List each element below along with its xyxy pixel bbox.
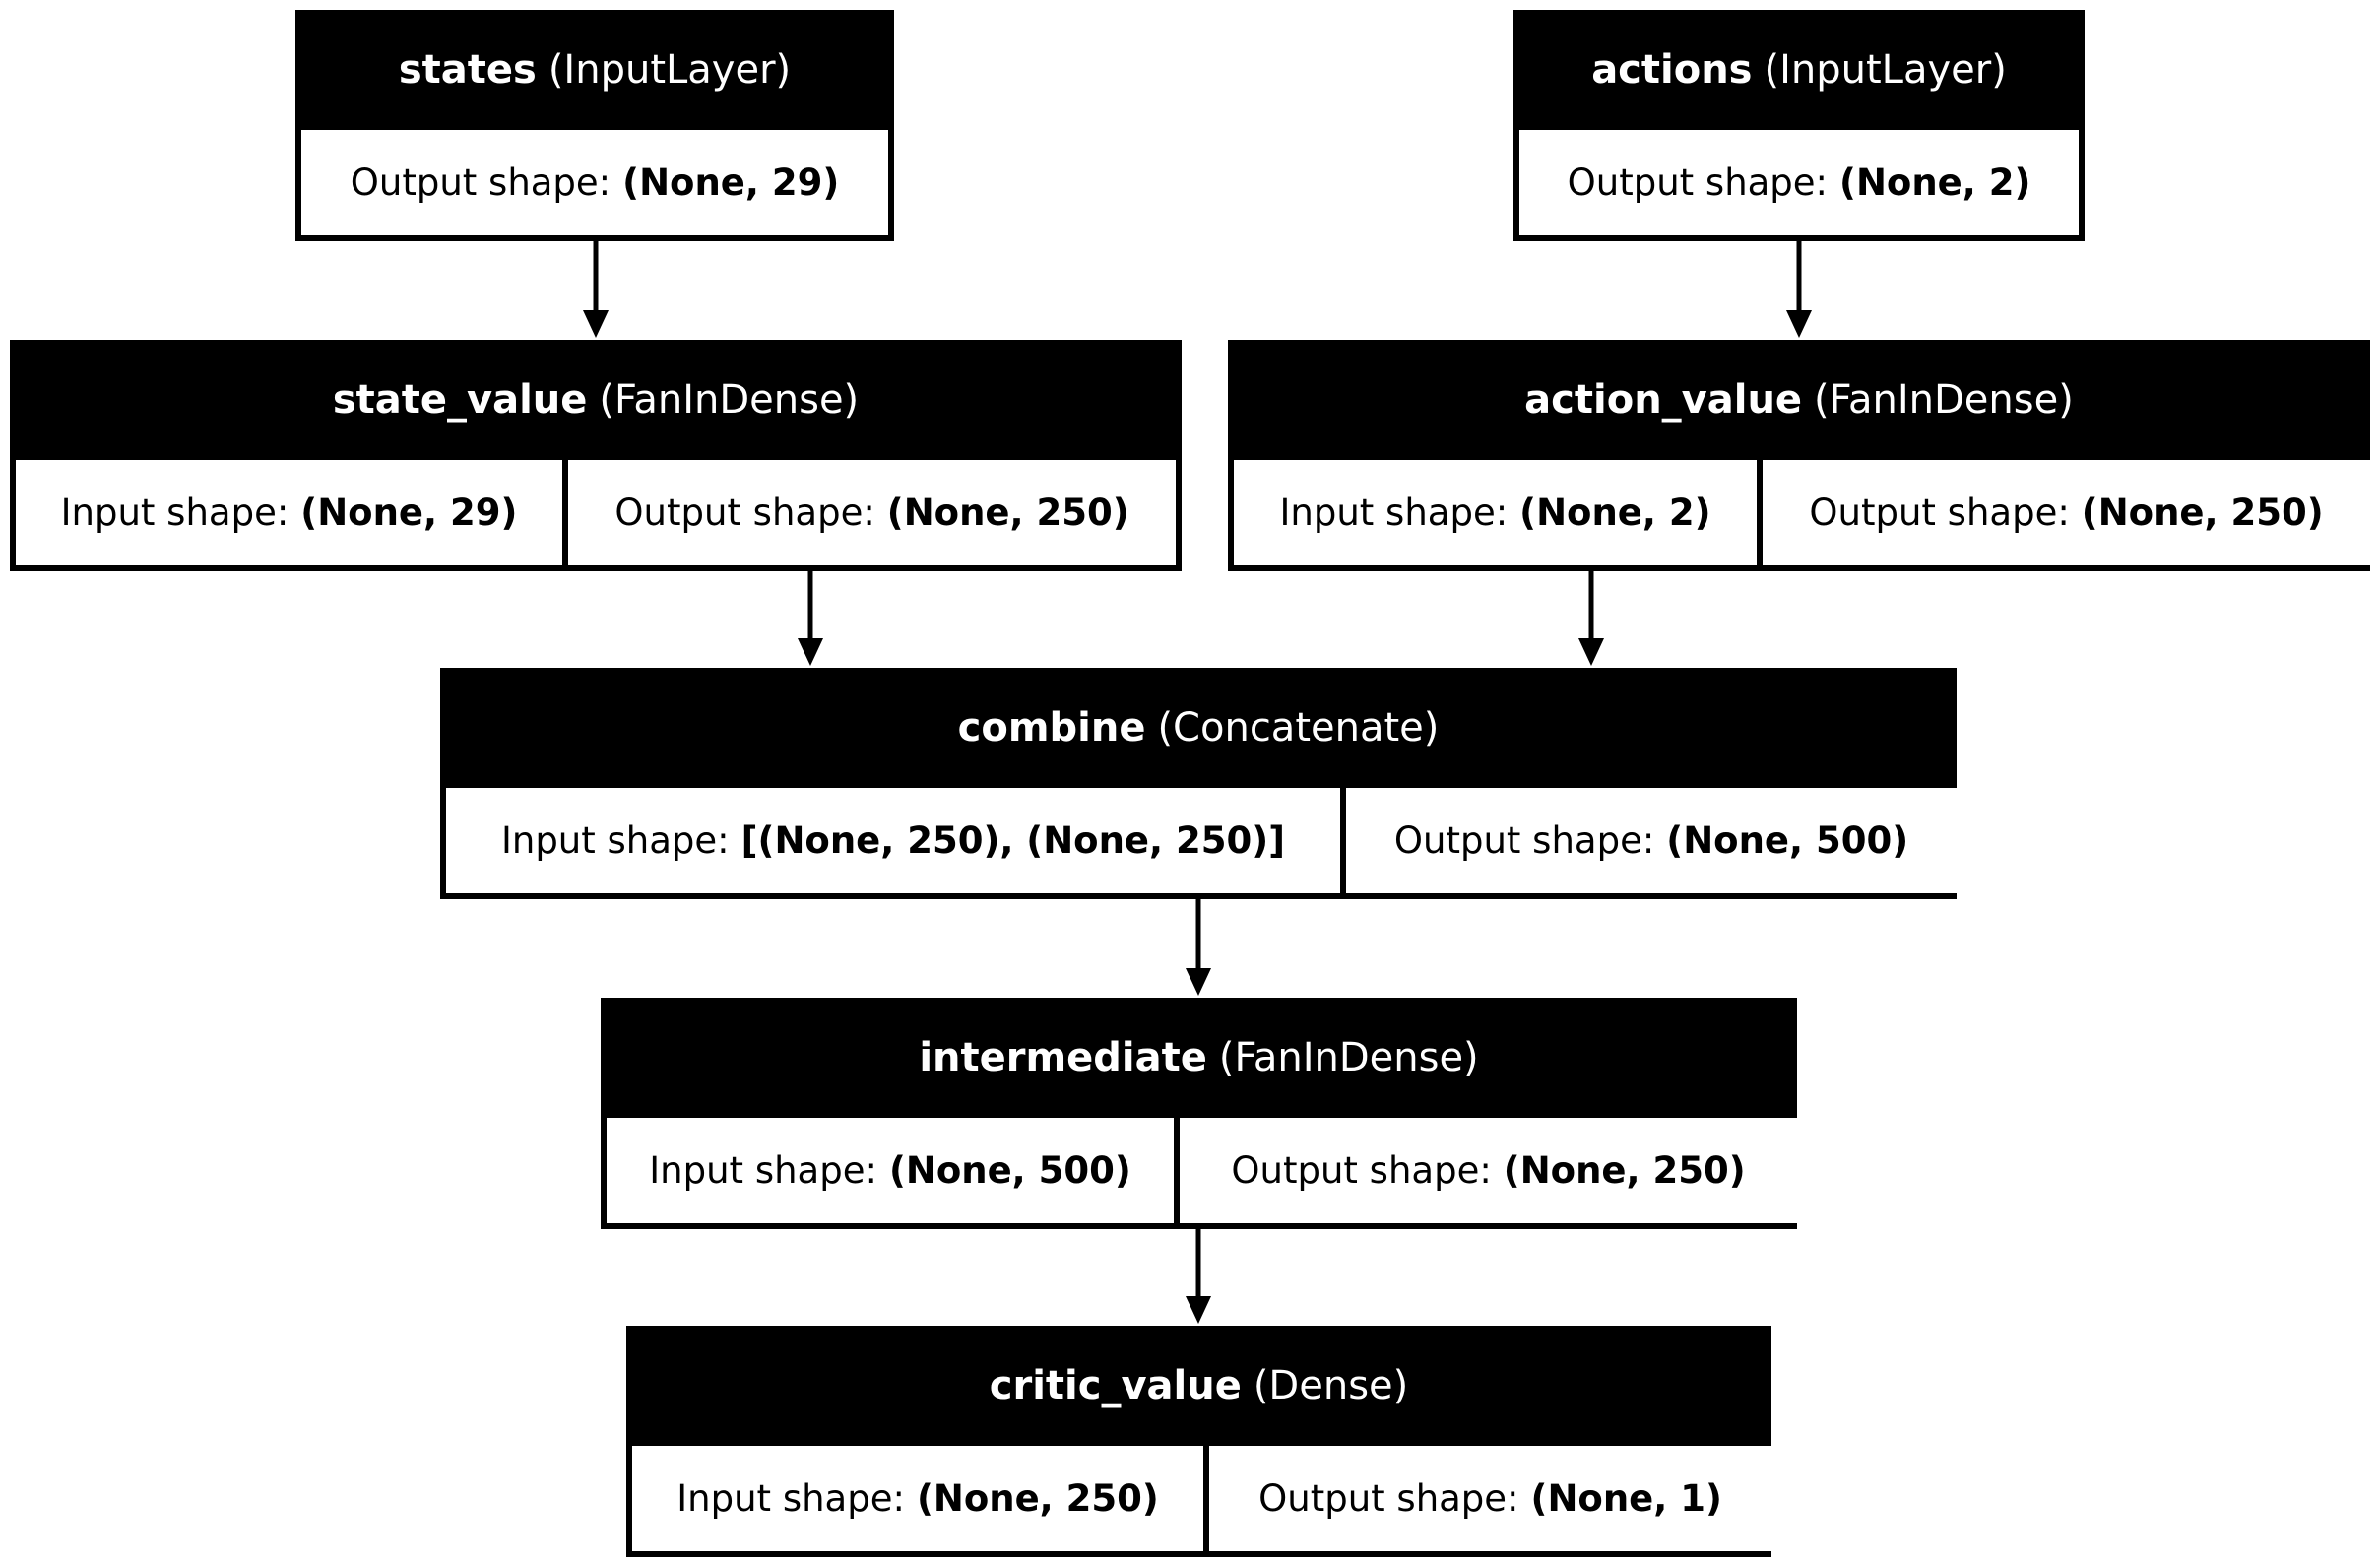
layer-node-states: states(InputLayer) Output shape: (None, 29… xyxy=(295,10,894,241)
output-shape-label: Output shape: xyxy=(1567,162,1829,204)
input-shape-cell: Input shape: (None, 29) xyxy=(16,460,562,565)
input-shape-cell: Input shape: (None, 500) xyxy=(607,1118,1174,1223)
layer-name: critic_value xyxy=(989,1363,1242,1408)
shape-row: Input shape: (None, 29) Output shape: (None… xyxy=(16,460,1176,565)
arrowhead-icon xyxy=(1186,1296,1211,1324)
input-shape-cell: Input shape: (None, 250) xyxy=(632,1446,1203,1551)
arrowhead-icon xyxy=(1786,310,1812,338)
layer-node-actions: actions(InputLayer)Output shape:(None, 2… xyxy=(1513,10,2085,241)
layer-header: state_value(FanInDense) xyxy=(10,340,1182,460)
layer-header: states(InputLayer) xyxy=(295,10,894,130)
input-shape-cell: Input shape:[(None, 250), (None, 250)] xyxy=(446,788,1340,893)
output-shape-cell: Output shape: (None, 1) xyxy=(1209,1446,1771,1551)
output-shape-label: Output shape: xyxy=(1258,1477,1519,1520)
input-shape-cell: Input shape:(None, 2) xyxy=(1234,460,1757,565)
arrowhead-icon xyxy=(1186,968,1211,996)
edge-action-value-to-combine xyxy=(1578,571,1604,666)
layer-name: actions xyxy=(1591,47,1753,93)
output-shape-value: (None, 29) xyxy=(622,162,840,204)
input-shape-value: (None, 250) xyxy=(916,1477,1159,1520)
shape-row: Output shape:(None, 2) xyxy=(1519,130,2079,235)
output-shape-label: Output shape: xyxy=(1393,819,1655,862)
shape-row: Output shape: (None, 29) xyxy=(301,130,888,235)
input-shape-value: (None, 29) xyxy=(300,491,518,534)
output-shape-cell: Output shape:(None, 2) xyxy=(1519,130,2079,235)
layer-type: (Dense) xyxy=(1253,1363,1409,1408)
layer-type: (FanInDense) xyxy=(1814,377,2074,423)
output-shape-label: Output shape: xyxy=(614,491,875,534)
layer-type: (Concatenate) xyxy=(1157,705,1440,750)
layer-node-intermediate: intermediate(FanInDense) Input shape: (Non… xyxy=(601,998,1797,1229)
layer-type: (FanInDense) xyxy=(1218,1035,1479,1080)
arrowhead-icon xyxy=(1578,638,1604,666)
edge-states-to-state-value xyxy=(583,241,609,338)
edge-actions-to-action-value xyxy=(1786,241,1812,338)
layer-type: (InputLayer) xyxy=(1764,47,2007,93)
input-shape-label: Input shape: xyxy=(649,1149,877,1192)
edge-state-value-to-combine xyxy=(798,571,823,666)
layer-header: critic_value(Dense) xyxy=(626,1326,1771,1446)
edge-intermediate-to-critic-value xyxy=(1186,1229,1211,1324)
layer-name: action_value xyxy=(1524,377,1803,423)
layer-node-combine: combine(Concatenate)Input shape:[(None, … xyxy=(440,668,1957,899)
output-shape-cell: Output shape: (None, 250) xyxy=(1763,460,2370,565)
layer-header: action_value(FanInDense) xyxy=(1228,340,2370,460)
shape-row: Input shape: (None, 250) Output shape: (Non… xyxy=(632,1446,1771,1551)
layer-type: (InputLayer) xyxy=(547,47,792,93)
output-shape-value: (None, 250) xyxy=(1503,1149,1746,1192)
arrowhead-icon xyxy=(583,310,609,338)
layer-name: state_value xyxy=(332,377,588,423)
arrowhead-icon xyxy=(798,638,823,666)
edge-combine-to-intermediate xyxy=(1186,899,1211,996)
input-shape-label: Input shape: xyxy=(500,819,730,862)
layer-header: actions(InputLayer) xyxy=(1513,10,2085,130)
layer-name: states xyxy=(398,47,537,93)
layer-name: combine xyxy=(957,705,1146,750)
output-shape-label: Output shape: xyxy=(350,162,611,204)
output-shape-cell: Output shape: (None, 250) xyxy=(568,460,1176,565)
layer-name: intermediate xyxy=(919,1035,1207,1080)
input-shape-label: Input shape: xyxy=(1279,491,1509,534)
shape-row: Input shape: (None, 500) Output shape: (Non… xyxy=(607,1118,1797,1223)
output-shape-value: (None, 250) xyxy=(886,491,1129,534)
input-shape-label: Input shape: xyxy=(60,491,289,534)
output-shape-label: Output shape: xyxy=(1231,1149,1492,1192)
layer-node-action-value: action_value(FanInDense)Input shape:(Non… xyxy=(1228,340,2370,571)
output-shape-value: (None, 500) xyxy=(1666,819,1909,862)
layer-type: (FanInDense) xyxy=(599,377,860,423)
shape-row: Input shape:[(None, 250), (None, 250)]Ou… xyxy=(446,788,1957,893)
output-shape-label: Output shape: xyxy=(1809,491,2070,534)
layer-header: intermediate(FanInDense) xyxy=(601,998,1797,1118)
shape-row: Input shape:(None, 2) Output shape: (None,… xyxy=(1234,460,2370,565)
layer-node-critic-value: critic_value(Dense) Input shape: (None, 25… xyxy=(626,1326,1771,1557)
input-shape-value: (None, 2) xyxy=(1519,491,1711,534)
output-shape-value: (None, 2) xyxy=(1839,162,2031,204)
output-shape-cell: Output shape: (None, 500) xyxy=(1346,788,1957,893)
output-shape-cell: Output shape: (None, 29) xyxy=(301,130,888,235)
input-shape-value: (None, 500) xyxy=(888,1149,1131,1192)
input-shape-label: Input shape: xyxy=(676,1477,905,1520)
output-shape-cell: Output shape: (None, 250) xyxy=(1180,1118,1797,1223)
output-shape-value: (None, 250) xyxy=(2081,491,2324,534)
layer-header: combine(Concatenate) xyxy=(440,668,1957,788)
layer-node-state-value: state_value(FanInDense) Input shape: (None… xyxy=(10,340,1182,571)
input-shape-value: [(None, 250), (None, 250)] xyxy=(740,819,1286,862)
output-shape-value: (None, 1) xyxy=(1530,1477,1722,1520)
